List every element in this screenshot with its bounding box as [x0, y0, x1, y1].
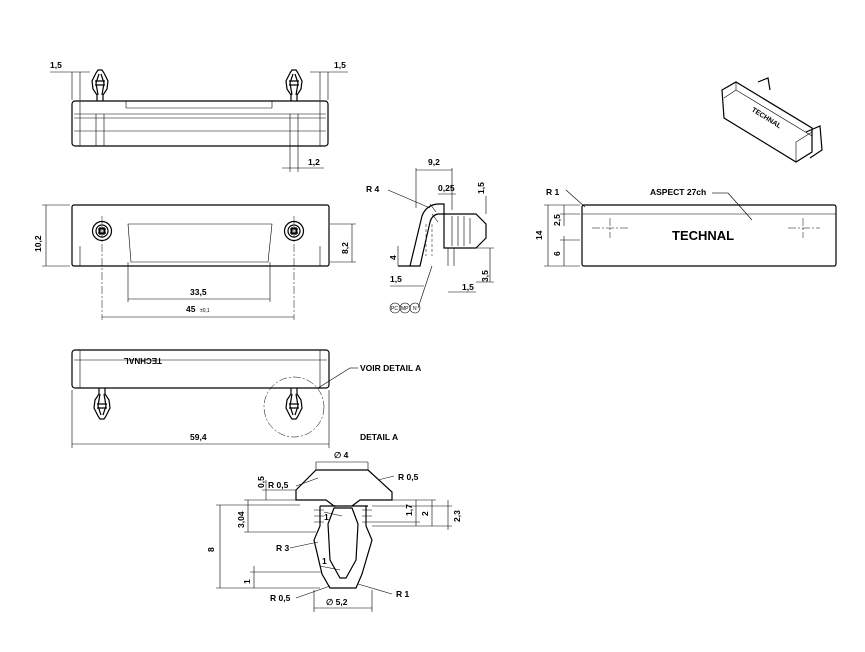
dim-detail-2-3: 2,3: [452, 510, 462, 522]
brand-text-iso: TECHNAL: [750, 107, 783, 131]
dim-detail-1-top: 1: [324, 512, 329, 522]
dim-front-45: 45: [186, 304, 196, 314]
dim-detail-d5-2: ∅ 5,2: [326, 597, 348, 607]
dim-detail-1-bottom: 1: [242, 579, 252, 584]
symbol-pc: PC: [391, 306, 398, 312]
dim-front-10-2: 10,2: [33, 235, 43, 252]
dim-detail-r05-tr: R 0,5: [398, 472, 419, 482]
dim-detail-1-7: 1,7: [404, 504, 414, 516]
dim-detail-r05-tl: R 0,5: [268, 480, 289, 490]
dim-detail-r3: R 3: [276, 543, 290, 553]
dim-side-0-25: 0,25: [438, 183, 455, 193]
label-aspect: ASPECT 27ch: [650, 187, 706, 197]
brand-text-mirrored: TECHNAL: [124, 356, 162, 365]
detail-title: DETAIL A: [360, 432, 398, 442]
dim-side-r4: R 4: [366, 184, 380, 194]
dim-front-33-5: 33,5: [190, 287, 207, 297]
brand-text-face: TECHNAL: [672, 228, 734, 243]
bottom-view: TECHNAL VOIR DETAIL A 59,4: [71, 349, 421, 448]
dim-side-9-2: 9,2: [428, 157, 440, 167]
front-view: 10,2 8,2 33,5 45 ±0,1: [33, 204, 356, 320]
dim-top-right-1-5: 1,5: [334, 60, 346, 70]
dim-detail-0-5: 0,5: [256, 476, 266, 488]
dim-side-1-5-left: 1,5: [390, 274, 402, 284]
dim-front-45-tolerance: ±0,1: [200, 308, 210, 314]
symbol-n: N: [413, 306, 417, 312]
dim-detail-8: 8: [206, 547, 216, 552]
dim-detail-d4: ∅ 4: [334, 450, 349, 460]
dim-top-left-1-5: 1,5: [50, 60, 62, 70]
dim-bottom-59-4: 59,4: [190, 432, 207, 442]
face-view: TECHNAL R 1 ASPECT 27ch 14 2,5 6: [534, 187, 837, 267]
dim-detail-2: 2: [420, 511, 430, 516]
dim-right-r1: R 1: [546, 187, 560, 197]
dim-detail-1-inner: 1: [322, 556, 327, 566]
dim-side-1-5-bottom: 1,5: [462, 282, 474, 292]
isometric-view: TECHNAL: [721, 77, 823, 163]
dim-detail-3-04: 3,04: [236, 511, 246, 528]
dim-right-2-5: 2,5: [552, 214, 562, 226]
dim-side-3-5: 3,5: [480, 270, 490, 282]
dim-detail-r05-bl: R 0,5: [270, 593, 291, 603]
dim-front-8-2: 8,2: [340, 242, 350, 254]
top-view: 1,5 1,5 1,2: [50, 60, 348, 172]
dim-right-14: 14: [534, 230, 544, 240]
dim-top-1-2: 1,2: [308, 157, 320, 167]
dim-right-6: 6: [552, 251, 562, 256]
dim-side-4: 4: [388, 255, 398, 260]
symbol-mp: MP: [401, 306, 409, 312]
label-voir-detail: VOIR DETAIL A: [360, 363, 421, 373]
side-view: 9,2 0,25 1,5 R 4 4 1,5 1,5 3,5 PC MP N: [366, 157, 494, 314]
detail-a: DETAIL A 8 3,04 0,5 1 1,7 2 2,3: [206, 432, 462, 612]
dim-side-1-5-top: 1,5: [476, 182, 486, 194]
dim-detail-r1: R 1: [396, 589, 410, 599]
